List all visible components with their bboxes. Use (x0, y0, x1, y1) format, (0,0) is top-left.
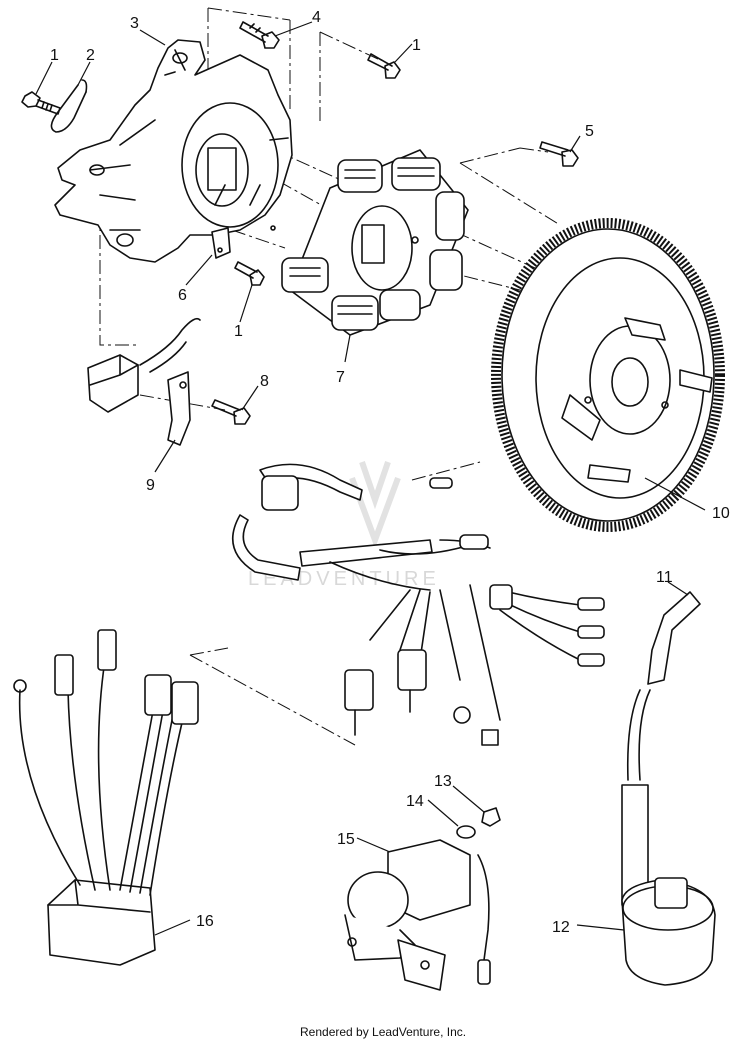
wire-harness (231, 463, 605, 746)
cotter-pin-2 (50, 79, 88, 133)
stator-coil (281, 149, 469, 336)
flywheel (491, 218, 725, 532)
screws (21, 21, 579, 425)
callout-1c: 1 (234, 323, 243, 340)
leader-lines (35, 21, 706, 936)
screw-1a (21, 91, 61, 115)
callout-1a: 1 (50, 47, 59, 64)
callout-15: 15 (337, 831, 355, 848)
callout-3: 3 (130, 15, 139, 32)
footer-credit: Rendered by LeadVenture, Inc. (300, 1025, 466, 1039)
screw-8 (211, 399, 251, 425)
callout-8: 8 (260, 373, 269, 390)
screw-4 (239, 21, 280, 49)
callout-13: 13 (434, 773, 452, 790)
callout-1b: 1 (412, 37, 421, 54)
callout-4: 4 (312, 9, 321, 26)
callout-16: 16 (196, 913, 214, 930)
cdi-unit (13, 629, 199, 966)
screw-1b (367, 53, 401, 79)
screw-1c (234, 261, 265, 286)
callout-6: 6 (178, 287, 187, 304)
callout-labels: 1 2 3 4 1 5 6 1 7 8 9 10 11 12 13 14 15 … (50, 9, 730, 936)
ignition-coil (621, 591, 716, 986)
stator-plate (54, 39, 293, 263)
callout-10: 10 (712, 505, 730, 522)
callout-5: 5 (585, 123, 594, 140)
callout-7: 7 (336, 369, 345, 386)
clip-6 (211, 227, 231, 259)
solenoid (344, 807, 501, 991)
callout-9: 9 (146, 477, 155, 494)
callout-11: 11 (656, 569, 673, 586)
callout-14: 14 (406, 793, 424, 810)
callout-2: 2 (86, 47, 95, 64)
screw-5 (539, 141, 579, 167)
callout-12: 12 (552, 919, 570, 936)
pulser-coil (87, 317, 201, 446)
